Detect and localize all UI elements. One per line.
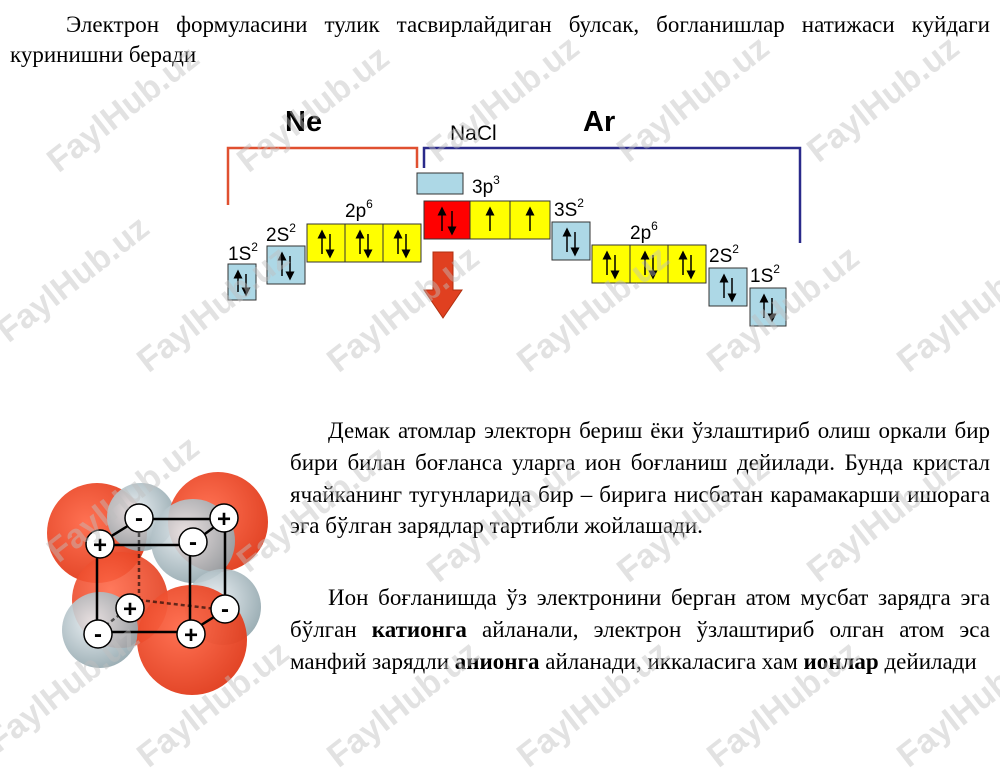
- plus-sign: +: [184, 622, 198, 649]
- ne-2p-orbitals: [306, 223, 422, 263]
- ar-3p-orbitals: [423, 200, 551, 240]
- ar-label: Ar: [583, 106, 615, 138]
- paired-arrows: [437, 206, 457, 236]
- paired-arrows: [719, 273, 737, 303]
- label-2s-right: 2S2: [709, 242, 739, 267]
- term-anion: анионга: [454, 648, 540, 674]
- ne-2s-orbital: [266, 245, 306, 285]
- paired-arrows: [277, 251, 295, 281]
- label-2p-right: 2p6: [630, 219, 658, 244]
- label-2s-left: 2S2: [266, 221, 296, 246]
- paired-arrows: [317, 229, 335, 259]
- label-2p-left: 2p6: [345, 197, 373, 222]
- term-cation: катионга: [371, 616, 467, 642]
- paired-arrows: [602, 250, 620, 280]
- ar-2p-orbitals: [591, 244, 707, 284]
- plus-sign: +: [217, 506, 231, 533]
- paired-arrows: [678, 250, 696, 280]
- label-1s-right: 1S2: [750, 262, 780, 287]
- paired-arrows: [393, 229, 411, 259]
- electron-configuration-diagram: Ne Ar NaCl 1S2 2S2 2p6 3p3 3S2: [226, 106, 802, 327]
- paragraph-ionic-bond-definition: Демак атомлар электорн бериш ёки ўзлашти…: [290, 418, 990, 539]
- ionic-crystal-illustration: + - + - + - - +: [47, 472, 268, 695]
- nacl-label: NaCl: [450, 122, 497, 145]
- nacl-empty-orbital: [416, 172, 464, 195]
- ne-label: Ne: [285, 106, 322, 138]
- ne-1s-orbital: [227, 263, 257, 301]
- ar-2s-orbital: [708, 267, 748, 307]
- minus-sign: -: [189, 529, 197, 556]
- label-3s: 3S2: [554, 196, 584, 221]
- plus-sign: +: [123, 596, 137, 623]
- ne-bracket: [226, 146, 419, 205]
- minus-sign: -: [94, 621, 102, 648]
- ar-1s-orbital: [749, 287, 787, 327]
- paired-arrows: [233, 269, 251, 297]
- minus-sign: -: [135, 505, 143, 532]
- label-1s-left: 1S2: [228, 240, 258, 265]
- term-ions: ионлар: [803, 648, 879, 674]
- paired-arrows: [759, 293, 777, 323]
- ar-3s-orbital: [551, 221, 591, 261]
- ar-bracket: [422, 146, 802, 243]
- label-3p: 3p3: [472, 173, 500, 198]
- down-arrow-icon: [423, 251, 463, 319]
- intro-text: Электрон формуласини тулик тасвирлайдига…: [10, 12, 990, 67]
- plus-sign: +: [93, 532, 107, 559]
- paragraph-cations-anions: Ион боғланишда ўз электронини берган ато…: [290, 585, 990, 674]
- paired-arrows: [640, 250, 658, 280]
- paired-arrows: [355, 229, 373, 259]
- minus-sign: -: [221, 596, 229, 623]
- paired-arrows: [562, 227, 580, 257]
